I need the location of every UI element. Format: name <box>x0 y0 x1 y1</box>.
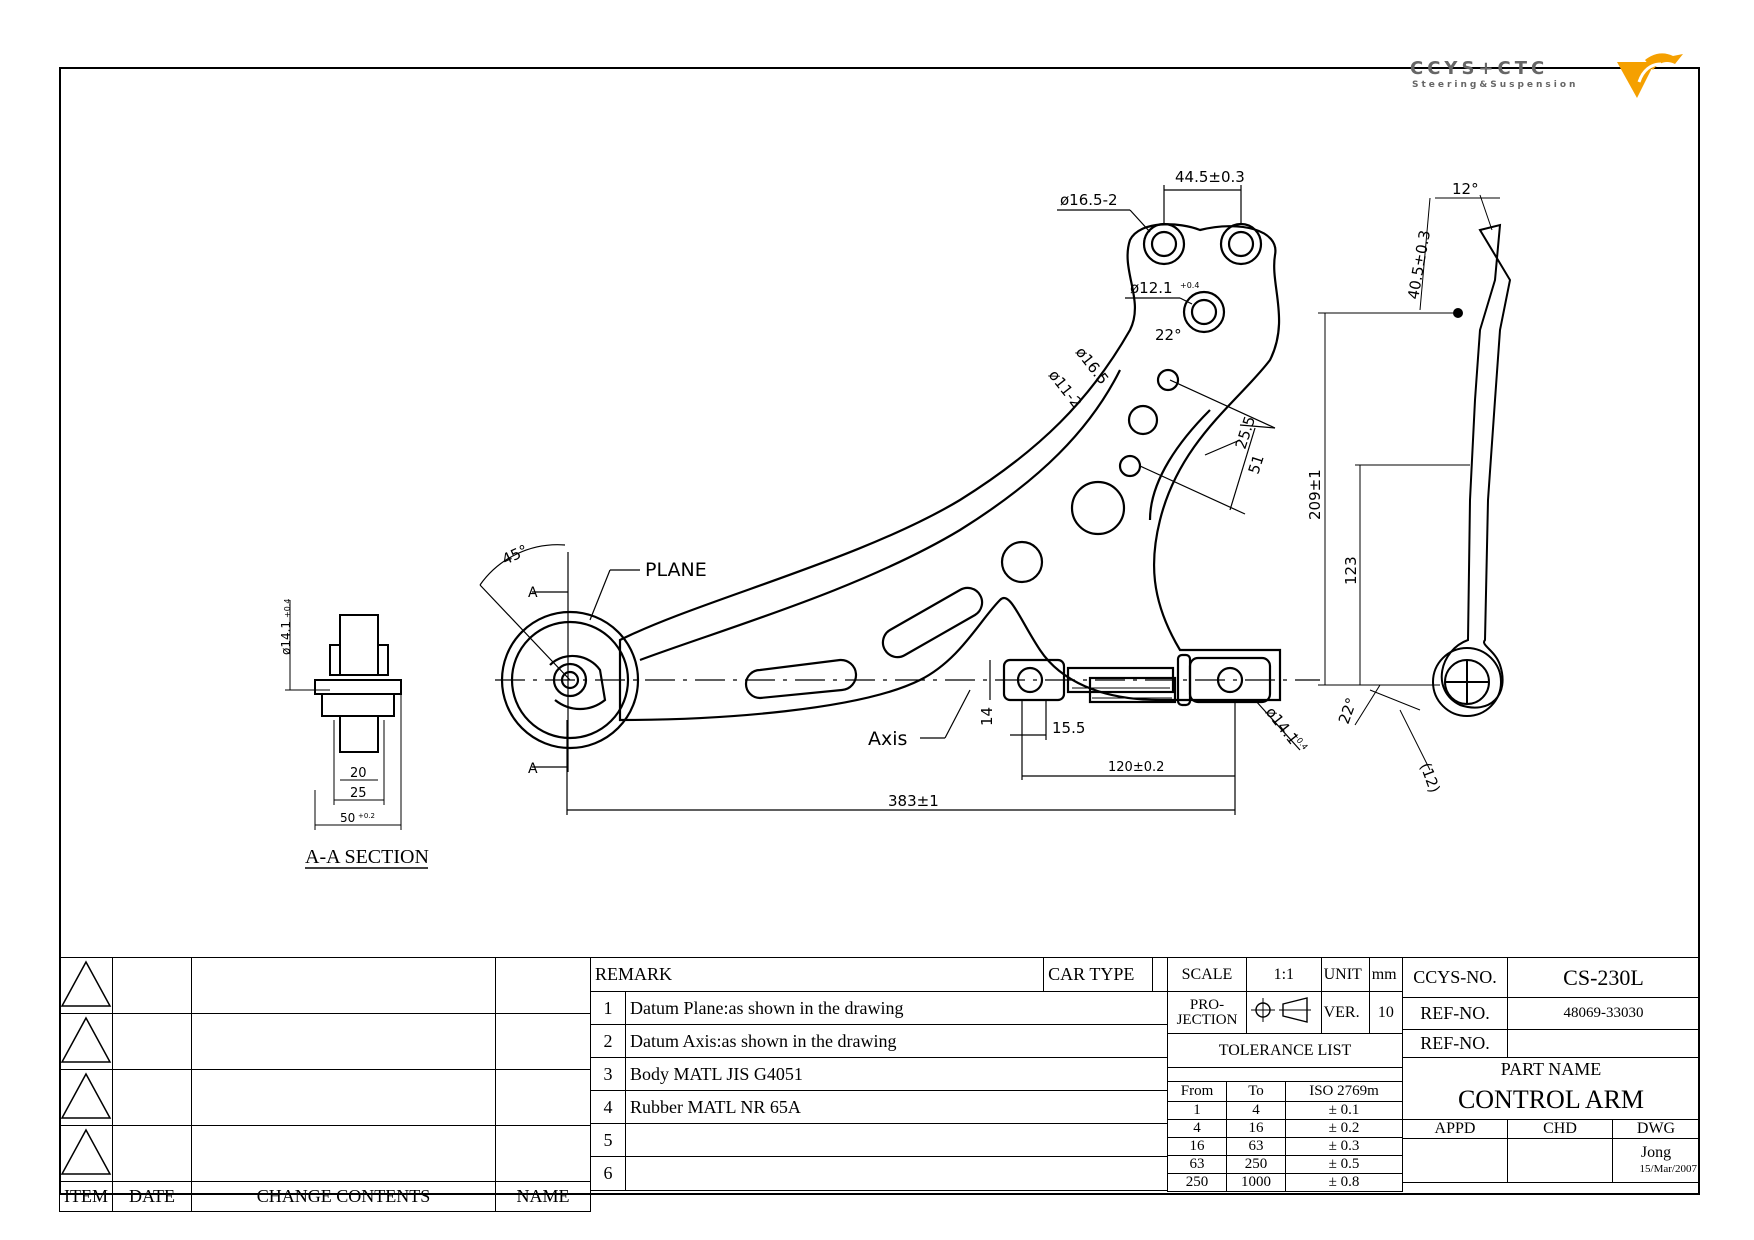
ref-no-value: 48069-33030 <box>1507 997 1700 1030</box>
dim-side-123: 123 <box>1342 556 1360 585</box>
dim-side-209: 209±1 <box>1306 469 1324 520</box>
dim-25-5: 25.5 <box>1232 414 1259 451</box>
revisions-table: ITEM DATE CHANGE CONTENTS NAME <box>59 957 591 1212</box>
dim-hole-11-2: ø11-2 <box>1045 366 1086 411</box>
remark-1: Datum Plane:as shown in the drawing <box>625 991 1168 1025</box>
col-change: CHANGE CONTENTS <box>191 1181 496 1212</box>
dim-angle-22: 22° <box>1155 326 1182 344</box>
remark-6 <box>625 1156 1168 1191</box>
ver-value: 10 <box>1368 991 1404 1034</box>
dim-14: 14 <box>978 707 996 726</box>
projection-label: PRO-JECTION <box>1167 991 1247 1034</box>
label-texts: PLANE Axis A A <box>528 559 907 777</box>
dim-sec-20: 20 <box>350 766 367 781</box>
car-type-label: CAR TYPE <box>1043 957 1154 992</box>
col-name: NAME <box>495 1181 591 1212</box>
dim-sec-14-1: ø14.1 <box>279 621 293 655</box>
remark-2: Datum Axis:as shown in the drawing <box>625 1024 1168 1058</box>
ver-label: VER. <box>1320 991 1370 1034</box>
section-marker-bottom: A <box>528 761 538 777</box>
dim-hole-16-5-2: ø16.5-2 <box>1060 191 1118 209</box>
scale-label: SCALE <box>1167 957 1247 992</box>
part-info-table: CCYS-NO. CS-230L REF-NO. 48069-33030 REF… <box>1402 957 1700 1183</box>
appd-label: APPD <box>1402 1119 1508 1139</box>
logo-tagline: Steering&Suspension <box>1412 80 1579 90</box>
revision-triangle-icon <box>60 1016 112 1063</box>
dwg-label: DWG <box>1612 1119 1700 1139</box>
section-marker-top: A <box>528 585 538 601</box>
drawer-name: Jong <box>1640 1143 1672 1161</box>
ref-no-label: REF-NO. <box>1402 997 1508 1030</box>
scale-tolerance-table: SCALE 1:1 UNIT mm PRO-JECTION VER. 10 TO… <box>1167 957 1404 1068</box>
part-name-value: CONTROL ARM <box>1402 1081 1700 1120</box>
dim-15-5: 15.5 <box>1052 719 1085 737</box>
revision-triangle-icon <box>60 1072 112 1119</box>
col-date: DATE <box>112 1181 192 1212</box>
part-name-label: PART NAME <box>1402 1057 1700 1082</box>
axis-label: Axis <box>868 728 907 750</box>
side-dimensions <box>1318 194 1500 771</box>
ccys-no-label: CCYS-NO. <box>1402 957 1508 998</box>
ccys-no-value: CS-230L <box>1507 957 1700 998</box>
logo-mark-icon <box>1617 53 1683 98</box>
dim-120: 120±0.2 <box>1108 760 1164 775</box>
revision-triangle-icon <box>60 1128 112 1175</box>
arm-body-outline <box>500 222 1282 750</box>
plane-label: PLANE <box>645 559 707 581</box>
drawing-frame <box>59 67 1700 1195</box>
company-logo: CCYS+CTC Steering&Suspension <box>1410 52 1695 104</box>
dim-hole-12-1: ø12.1 <box>1130 279 1173 297</box>
scale-value: 1:1 <box>1246 957 1322 992</box>
section-view <box>314 614 402 753</box>
chd-label: CHD <box>1507 1119 1613 1139</box>
hatching <box>1072 687 1172 699</box>
projection-symbol-icon <box>1251 997 1311 1023</box>
dim-side-12b: (12) <box>1416 760 1443 795</box>
dim-angle-45: 45° <box>499 541 531 569</box>
section-dimensions <box>285 600 428 869</box>
side-view <box>1432 223 1512 717</box>
unit-label: UNIT <box>1320 957 1370 992</box>
logo-brand: CCYS+CTC <box>1410 58 1549 79</box>
tolerance-title: TOLERANCE LIST <box>1167 1033 1403 1068</box>
dim-sec-25: 25 <box>350 786 367 801</box>
section-title: A-A SECTION <box>305 846 429 868</box>
dim-hole-12-1-tol: +0.4 <box>1180 281 1199 290</box>
revision-triangle-icon <box>60 960 112 1007</box>
dim-sec-14-1-tol: +0.4 <box>283 599 292 618</box>
dim-side-12: 12° <box>1452 180 1479 198</box>
dim-sec-50-tol: +0.2 <box>358 812 375 820</box>
remark-label: REMARK <box>589 957 1045 992</box>
unit-value: mm <box>1368 957 1404 992</box>
dim-383: 383±1 <box>888 792 939 810</box>
dim-44-5: 44.5±0.3 <box>1175 168 1245 186</box>
col-item: ITEM <box>59 1181 113 1212</box>
drawing-date: 15/Mar/2007 <box>1639 1162 1697 1175</box>
remark-5 <box>625 1123 1168 1157</box>
dimension-lines <box>479 185 1301 815</box>
remark-3: Body MATL JIS G4051 <box>625 1057 1168 1091</box>
dimension-texts: 44.5±0.3 ø16.5-2 ø12.1 +0.4 22° ø16.5 ø1… <box>279 168 1479 825</box>
remark-4: Rubber MATL NR 65A <box>625 1090 1168 1124</box>
dim-side-40-5: 40.5±0.3 <box>1404 229 1434 301</box>
ref-no-label-2: REF-NO. <box>1402 1029 1508 1058</box>
dim-51: 51 <box>1245 453 1268 477</box>
dim-sec-50: 50 <box>340 811 355 825</box>
